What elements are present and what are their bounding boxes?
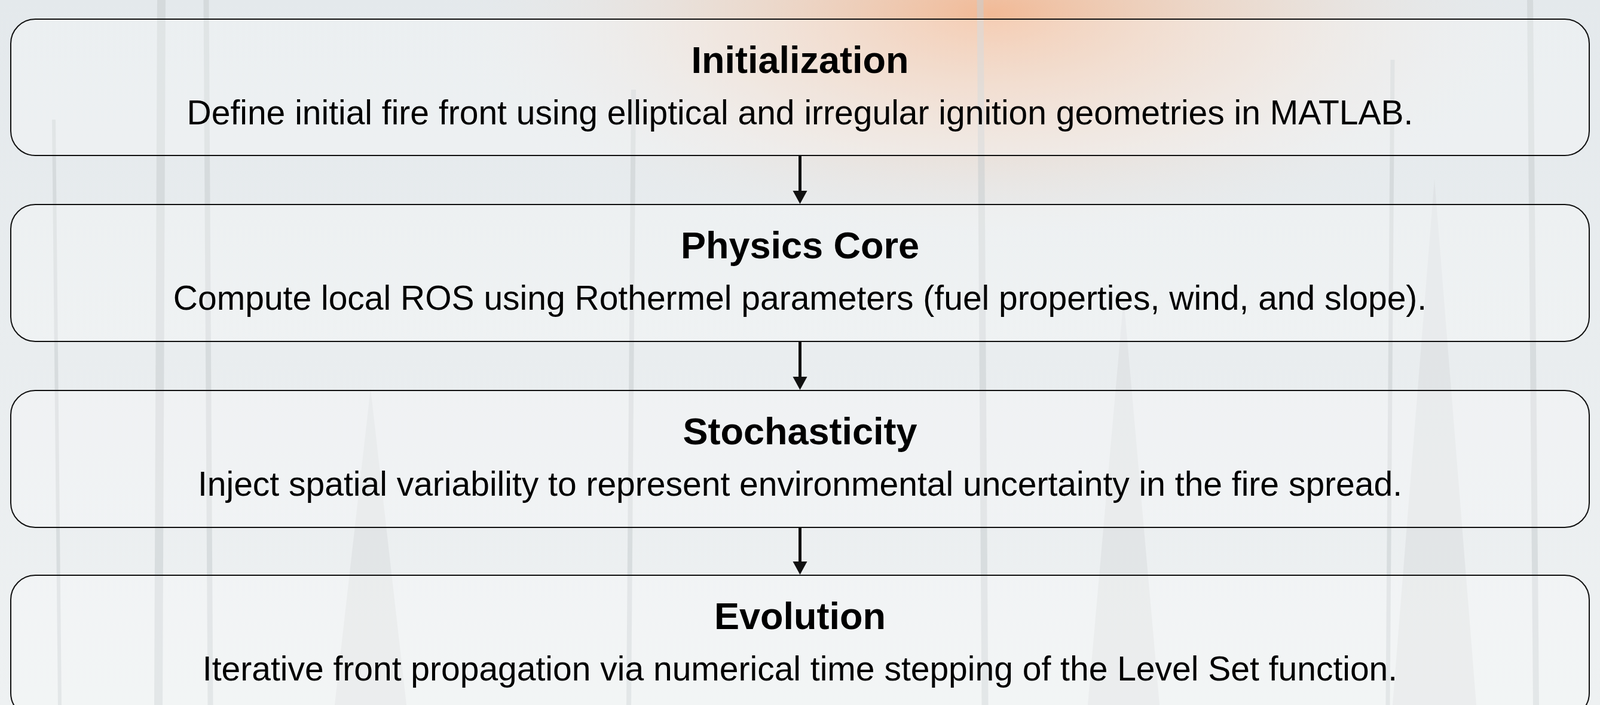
- flow-arrow: [793, 341, 808, 390]
- arrow-head: [793, 561, 808, 575]
- arrow-shaft: [798, 527, 802, 563]
- step-heading: Stochasticity: [682, 408, 917, 455]
- step-description: Define initial fire front using elliptic…: [187, 91, 1414, 134]
- process-box: InitializationDefine initial fire front …: [10, 18, 1590, 156]
- process-box: StochasticityInject spatial variability …: [10, 389, 1590, 528]
- arrow-head: [793, 190, 808, 204]
- step-description: Inject spatial variability to represent …: [197, 462, 1403, 506]
- process-box: EvolutionIterative front propagation via…: [10, 574, 1590, 705]
- flow-arrow: [793, 527, 808, 575]
- flow-arrow: [793, 155, 808, 204]
- step-heading: Evolution: [714, 593, 886, 639]
- arrow-head: [793, 376, 808, 390]
- step-description: Iterative front propagation via numerica…: [202, 647, 1398, 690]
- process-box: Physics CoreCompute local ROS using Roth…: [10, 203, 1590, 342]
- arrow-shaft: [798, 341, 802, 378]
- step-description: Compute local ROS using Rothermel parame…: [173, 276, 1427, 320]
- step-heading: Physics Core: [680, 222, 920, 269]
- step-heading: Initialization: [690, 37, 909, 84]
- arrow-shaft: [798, 155, 802, 192]
